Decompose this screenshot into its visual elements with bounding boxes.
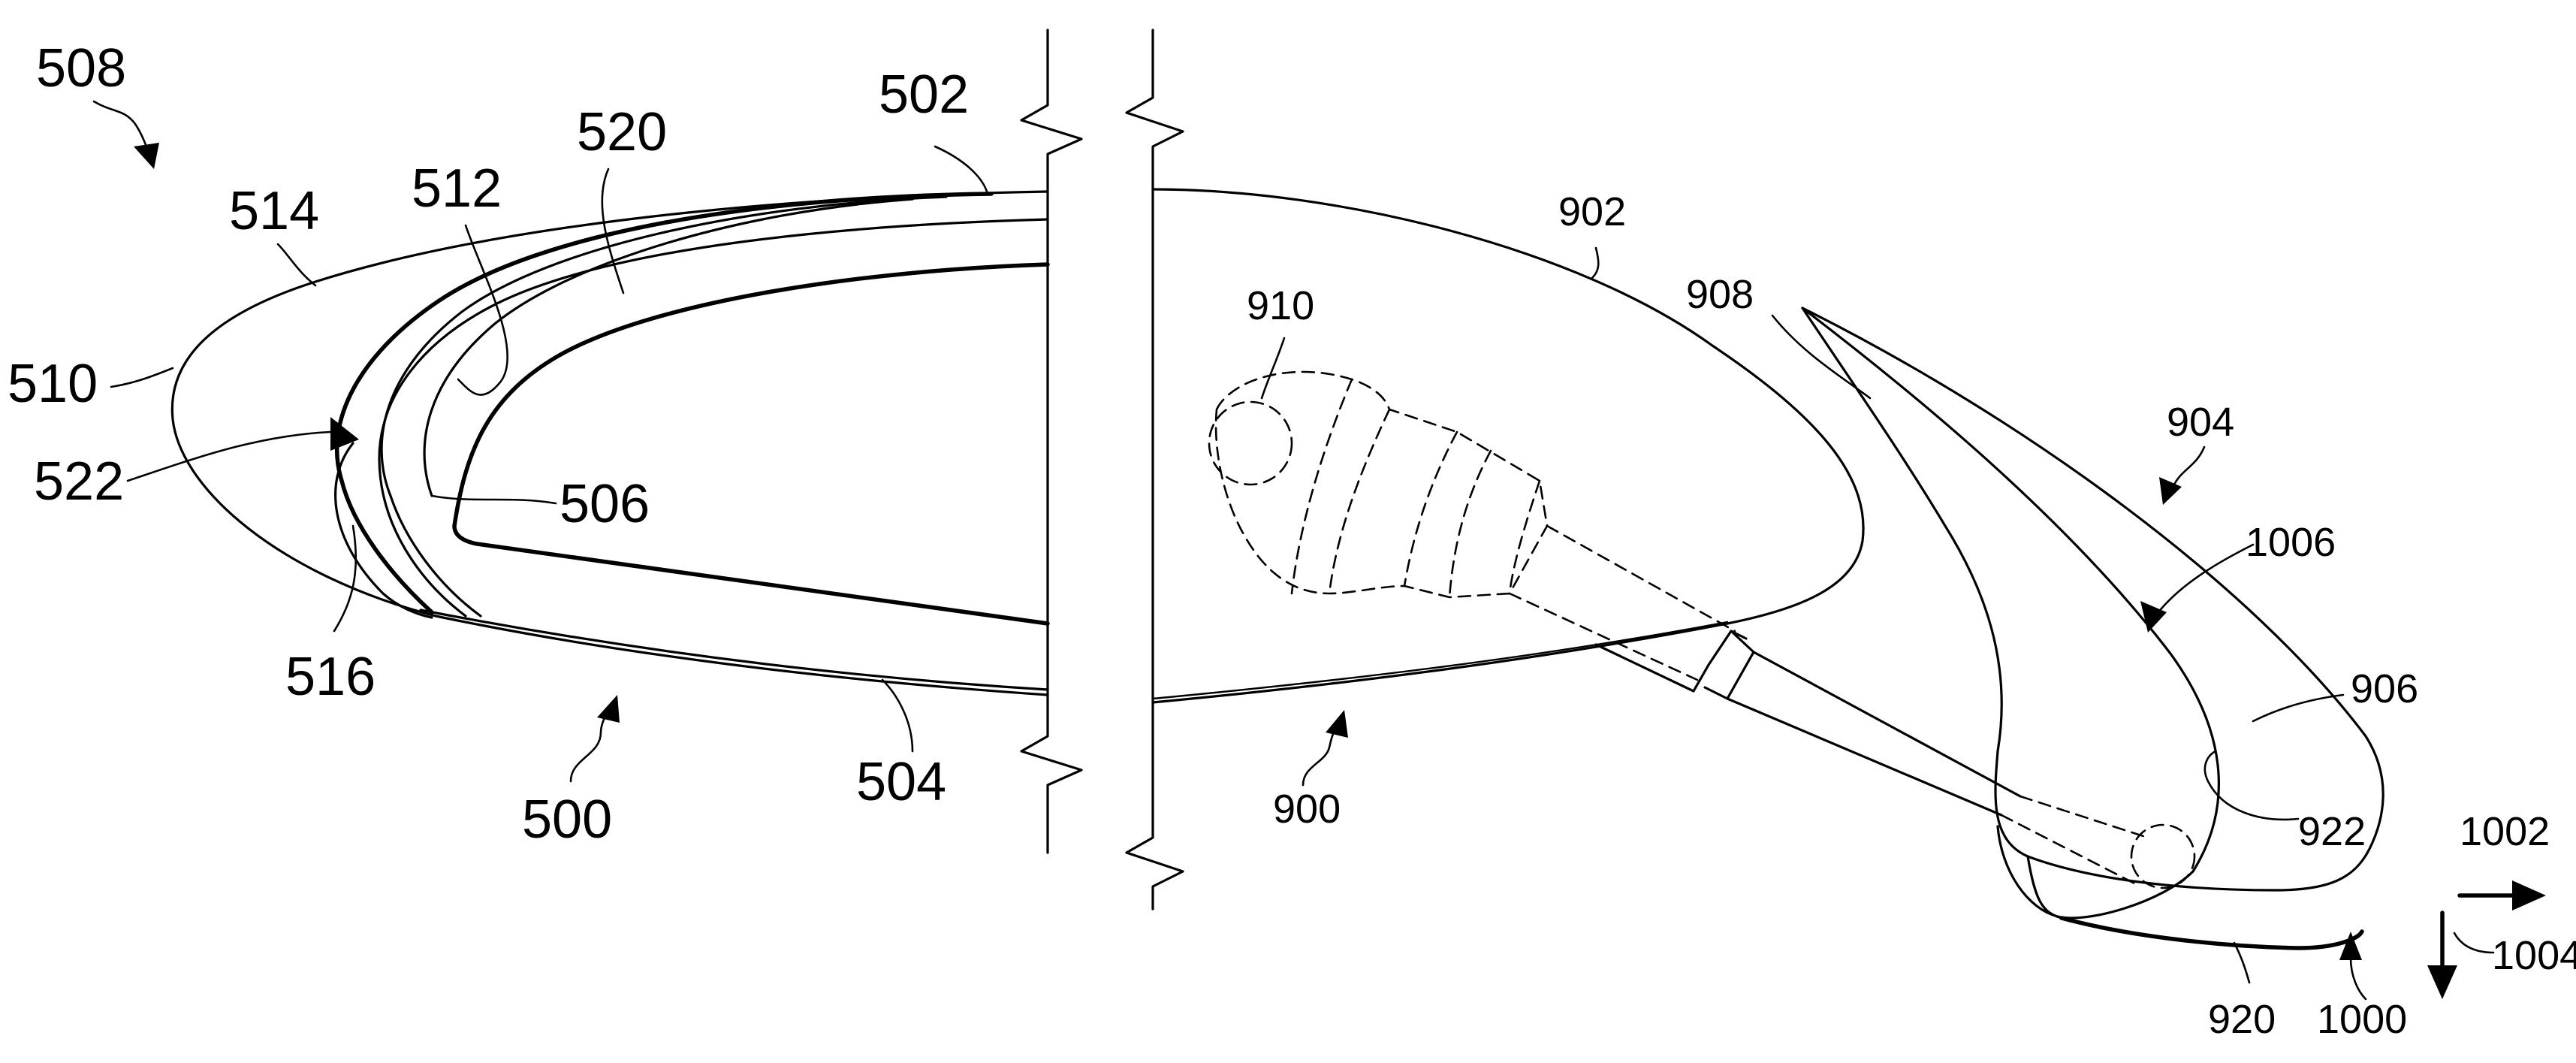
leader-1006 bbox=[2154, 543, 2255, 618]
label-900: 900 bbox=[1273, 787, 1341, 832]
leader-920 bbox=[2233, 941, 2251, 984]
actuator-pivot bbox=[1208, 400, 1293, 486]
leader-904 bbox=[2173, 445, 2206, 486]
leader-508-head bbox=[134, 143, 159, 169]
leading-panel-inner bbox=[423, 198, 914, 497]
airfoil-900-drawing bbox=[1125, 29, 2546, 999]
label-1004: 1004 bbox=[2492, 933, 2576, 978]
arrow-1002-head bbox=[2512, 880, 2546, 910]
flap-hinge-pin bbox=[2130, 823, 2196, 889]
flap-tip-edge bbox=[2059, 916, 2364, 950]
airfoil-500-drawing bbox=[170, 29, 1083, 854]
arrow-1004-head bbox=[2427, 965, 2457, 999]
leader-522-head bbox=[330, 417, 359, 451]
spar-cavity-outer bbox=[378, 218, 1049, 618]
leader-512 bbox=[457, 224, 508, 396]
actuator-ring-4 bbox=[1448, 449, 1492, 599]
break-line-right bbox=[1125, 29, 1184, 910]
main-body-outline bbox=[1151, 188, 1865, 704]
leader-516 bbox=[333, 524, 357, 633]
label-908: 908 bbox=[1686, 272, 1754, 317]
label-920: 920 bbox=[2208, 997, 2276, 1042]
outer-skin-outline bbox=[170, 190, 1049, 696]
label-500: 500 bbox=[522, 790, 612, 850]
leader-lines bbox=[92, 100, 2495, 1001]
leading-panel-outer bbox=[334, 192, 994, 615]
actuator-ring-2 bbox=[1328, 408, 1391, 595]
actuator-ring-1 bbox=[1290, 378, 1353, 595]
spar-cavity-inner bbox=[452, 262, 1050, 626]
leader-504 bbox=[881, 678, 914, 753]
actuator-ring-5 bbox=[1508, 479, 1541, 595]
break-line-left bbox=[1020, 29, 1083, 854]
label-510: 510 bbox=[8, 354, 98, 414]
actuator-rod-flap-top bbox=[2019, 795, 2149, 839]
lower-skin-edge bbox=[419, 609, 1049, 691]
reference-labels: 508 514 512 520 502 510 522 506 516 500 … bbox=[8, 38, 2576, 1042]
leader-900-head bbox=[1326, 710, 1348, 738]
label-514: 514 bbox=[229, 181, 319, 241]
leader-906 bbox=[2252, 693, 2345, 723]
label-502: 502 bbox=[879, 65, 969, 125]
label-1002: 1002 bbox=[2460, 809, 2550, 854]
actuator-ring-3 bbox=[1403, 430, 1458, 587]
flap-tip-lower bbox=[2026, 855, 2063, 920]
leader-1004 bbox=[2453, 932, 2495, 954]
leader-520 bbox=[601, 168, 625, 294]
label-904: 904 bbox=[2167, 400, 2234, 445]
nose-panel-516-curve bbox=[334, 442, 433, 619]
label-512: 512 bbox=[412, 159, 502, 219]
leader-910 bbox=[1260, 337, 1286, 400]
leader-500 bbox=[569, 708, 610, 783]
leader-1006-head bbox=[2140, 601, 2167, 633]
leader-502 bbox=[934, 145, 989, 195]
label-902: 902 bbox=[1558, 189, 1626, 234]
leading-panel-mid bbox=[380, 195, 948, 618]
leader-904-head bbox=[2159, 477, 2182, 505]
leader-1000 bbox=[2349, 956, 2367, 1001]
label-922: 922 bbox=[2298, 809, 2366, 854]
actuator-collar-2 bbox=[1730, 630, 1748, 640]
label-506: 506 bbox=[560, 474, 650, 534]
actuator-rod-hidden bbox=[1546, 524, 1736, 633]
actuator-910 bbox=[1208, 370, 2196, 889]
label-906: 906 bbox=[2351, 666, 2418, 711]
leader-500-head bbox=[597, 695, 620, 723]
label-504: 504 bbox=[856, 752, 946, 812]
main-body-lower-edge bbox=[1151, 621, 1729, 700]
actuator-rod-hidden-2 bbox=[1508, 592, 1699, 681]
leader-522 bbox=[126, 430, 332, 482]
leader-514 bbox=[276, 243, 317, 287]
label-522: 522 bbox=[34, 451, 124, 512]
actuator-rod-bottom bbox=[1726, 697, 2003, 817]
leader-902 bbox=[1591, 246, 1600, 279]
label-508: 508 bbox=[36, 38, 126, 98]
leader-922 bbox=[2203, 750, 2300, 821]
leader-908 bbox=[1771, 314, 1872, 400]
leader-510 bbox=[110, 367, 174, 388]
label-516: 516 bbox=[285, 647, 376, 707]
actuator-rod-top bbox=[1752, 651, 2022, 798]
leader-506 bbox=[430, 494, 557, 505]
label-1006: 1006 bbox=[2246, 520, 2336, 565]
label-520: 520 bbox=[577, 102, 667, 162]
leader-900 bbox=[1302, 723, 1338, 787]
leader-1000-head bbox=[2339, 932, 2362, 960]
flap-outer-outline bbox=[1801, 307, 2384, 892]
label-910: 910 bbox=[1247, 283, 1314, 328]
label-1000: 1000 bbox=[2317, 997, 2407, 1042]
actuator-rod-flap-bottom bbox=[2000, 814, 2142, 888]
actuator-housing bbox=[1214, 370, 1549, 599]
